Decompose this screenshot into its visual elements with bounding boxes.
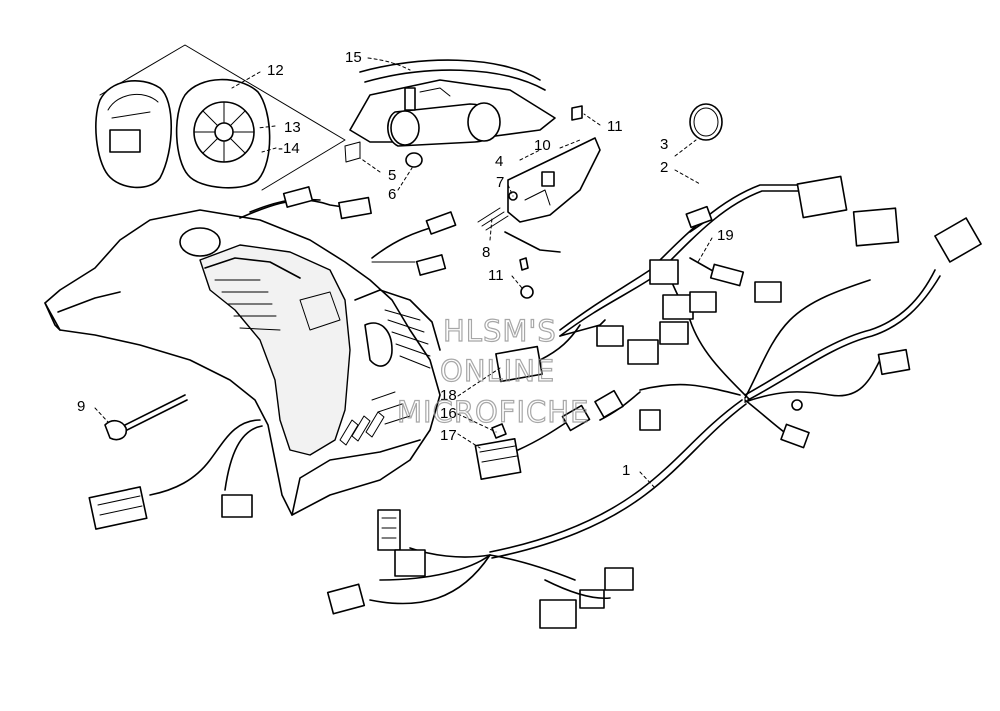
side-cover bbox=[504, 105, 601, 299]
resistor-assembly bbox=[474, 319, 661, 481]
leader-lines bbox=[94, 57, 713, 489]
callout-15: 15 bbox=[345, 49, 362, 66]
callout-labels: 1 2 3 4 5 6 7 8 9 10 11 11 12 13 -14 15 … bbox=[77, 49, 734, 479]
callout-14: -14 bbox=[278, 140, 300, 157]
callout-18: 18 bbox=[440, 387, 457, 404]
ring-3 bbox=[689, 103, 723, 141]
callout-3: 3 bbox=[660, 136, 668, 153]
callout-10: 10 bbox=[534, 137, 551, 154]
callout-5: 5 bbox=[388, 167, 396, 184]
watermark-line-1: HLSM'S bbox=[443, 314, 557, 348]
callout-1: 1 bbox=[622, 462, 630, 479]
callout-7: 7 bbox=[496, 174, 504, 191]
hood-pod bbox=[44, 209, 441, 516]
upper-housing bbox=[344, 59, 556, 168]
watermark-line-3: MICROFICHE bbox=[397, 395, 589, 429]
gauge-assembly bbox=[95, 44, 346, 191]
callout-2: 2 bbox=[660, 159, 668, 176]
main-harness bbox=[326, 175, 982, 629]
callout-6: 6 bbox=[388, 186, 396, 203]
callout-9: 9 bbox=[77, 398, 85, 415]
hood-harness-connector bbox=[88, 419, 263, 530]
callout-8: 8 bbox=[482, 244, 490, 261]
callout-11-lower: 11 bbox=[488, 267, 504, 284]
callout-4: 4 bbox=[495, 153, 503, 170]
callout-19: 19 bbox=[717, 227, 734, 244]
callout-13: 13 bbox=[284, 119, 301, 136]
pod-harness bbox=[239, 186, 509, 276]
watermark: HLSM'S ONLINE MICROFICHE bbox=[396, 313, 589, 429]
callout-16: 16 bbox=[440, 405, 457, 422]
callout-17: 17 bbox=[440, 427, 457, 444]
screw-9 bbox=[104, 394, 188, 441]
callout-12: 12 bbox=[267, 62, 284, 79]
watermark-line-2: ONLINE bbox=[440, 354, 555, 388]
callout-11-upper: 11 bbox=[607, 118, 623, 135]
